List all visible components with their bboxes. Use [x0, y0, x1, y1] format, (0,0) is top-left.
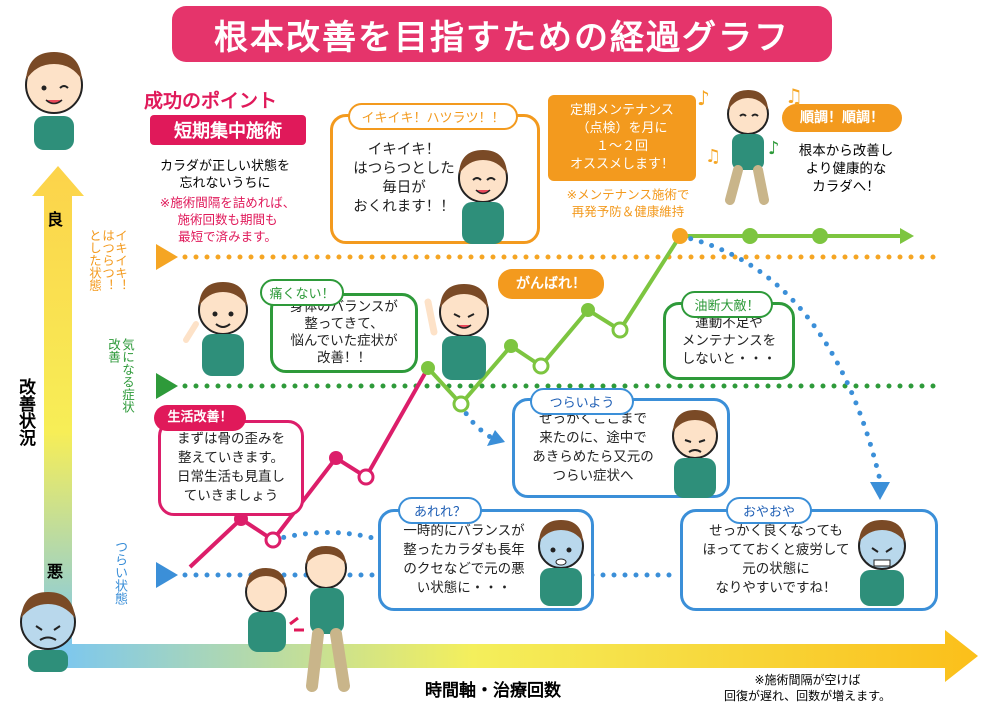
- x-axis-note: ※施術間隔が空けば 回復が遅れ、回数が増えます。: [724, 673, 891, 703]
- tag-itakunai: 痛くない！: [260, 279, 344, 306]
- tag-ganbare: がんばれ！: [498, 269, 604, 299]
- person-ok-icon: [25, 52, 83, 150]
- x-axis-title: 時間軸・治療回数: [425, 681, 561, 701]
- tag-tsuraiyou: つらいよう: [530, 388, 634, 415]
- person-pain-icon: [858, 520, 906, 606]
- bubble-tsuraiyou-text: せっかくここまで 来たのに、途中で あきらめたら又元の つらい症状へ: [532, 411, 654, 484]
- maintenance-note: ※メンテナンス施術で 再発予防＆健康維持: [566, 187, 690, 219]
- y-axis-bottom-label: 悪: [47, 562, 64, 581]
- bubble-ikiiki-text: イキイキ！ はつらつとした 毎日が おくれます！！: [353, 142, 455, 215]
- bubble-seikatsu: まずは骨の歪みを 整えていきます。 日常生活も見直し ていきましょう: [158, 420, 304, 516]
- graph-markers: [234, 228, 828, 549]
- relapse-path-1: [270, 530, 383, 543]
- tag-oyaoya: おやおや: [726, 497, 812, 524]
- maintenance-arrowhead: [900, 228, 914, 244]
- music-note-icon: ♪: [697, 86, 710, 110]
- relapse-arrow-2: [487, 430, 505, 446]
- tag-yudan: 油断大敵！: [681, 291, 773, 318]
- success-note: ※施術間隔を詰めれば、 施術回数も期間も 最短で済みます。: [159, 195, 296, 244]
- music-note-icon: ♫: [785, 84, 803, 108]
- music-note-icon: ♫: [705, 146, 722, 167]
- y-axis-top-label: 良: [47, 210, 64, 229]
- success-heading: 成功のポイント: [144, 90, 278, 112]
- person-cheer-icon: [424, 284, 489, 380]
- progress-line-red: [188, 367, 430, 569]
- level-arrow-bad: [156, 562, 178, 588]
- level-label-good: イキイキ！ はつらつ！ とした状態: [87, 229, 128, 292]
- x-axis-arrow: [60, 630, 978, 682]
- y-axis-arrow: [32, 166, 84, 650]
- person-happy-icon: [458, 150, 508, 244]
- tag-seikatsu: 生活改善！: [154, 405, 246, 431]
- tag-ikiiki: イキイキ！ハツラツ！！: [348, 103, 518, 130]
- relapse-path-2: [458, 401, 498, 443]
- level-arrow-good: [156, 244, 178, 270]
- music-note-icon: ♪: [768, 138, 780, 159]
- person-jump-icon: [725, 90, 769, 205]
- person-pointing-icon: [183, 282, 248, 376]
- tag-arere: あれれ？: [398, 497, 482, 524]
- person-worried-icon: [538, 520, 584, 606]
- person-pain-walking-icon: [245, 546, 350, 692]
- relapse-arrow-3: [870, 482, 890, 500]
- junchou-text: 根本から改善し より健康的な カラダへ！: [798, 143, 894, 195]
- level-label-mid: 気になる症状 改善: [106, 338, 135, 413]
- level-arrow-mid: [156, 373, 178, 399]
- tag-junchou: 順調！順調！: [782, 104, 902, 132]
- level-label-bad: つらい状態: [112, 540, 127, 605]
- success-text: カラダが正しい状態を 忘れないうちに: [159, 159, 290, 191]
- person-sick-icon: [20, 592, 76, 672]
- page-title: 根本改善を目指すための経過グラフ: [172, 6, 832, 62]
- person-sad-icon: [672, 410, 718, 498]
- y-axis-title: 改善状況: [15, 378, 35, 446]
- success-badge: 短期集中施術: [150, 115, 306, 145]
- maintenance-box: 定期メンテナンス （点検）を月に １～２回 オススメします！: [548, 95, 696, 181]
- bubble-oyaoya-text: せっかく良くなっても ほってておくと疲労して 元の状態に なりやすいですね！: [702, 523, 850, 596]
- bubble-arere-text: 一時的にバランスが 整ったカラダも長年 のクセなどで元の悪 い状態に・・・: [403, 523, 525, 596]
